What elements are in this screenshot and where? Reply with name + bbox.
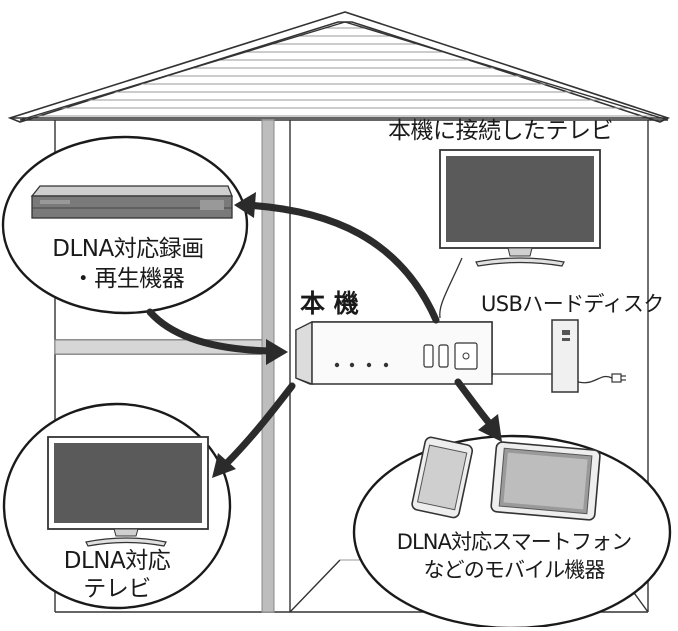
usb-hdd-device: [551, 319, 626, 393]
arrow-to-recorder: [234, 192, 440, 324]
dlna-tv-label-line1: DLNA対応: [63, 548, 171, 574]
usb-hdd-label: USBハードディスク: [481, 292, 664, 316]
connected-tv: [439, 149, 601, 267]
dlna-tv-bubble: [2, 402, 232, 610]
hdmi-cable: [439, 257, 463, 319]
main-unit-device: [295, 321, 493, 385]
connected-tv-label: 本機に接続したテレビ: [388, 118, 614, 144]
arrow-to-mobile: [454, 378, 502, 442]
mobile-label-line1: DLNA対応スマートフォン: [396, 530, 633, 554]
house-roof: [7, 11, 671, 123]
main-unit-label: 本 機: [300, 289, 359, 318]
arrow-to-dlna-tv: [212, 382, 296, 478]
dlna-tv-label-line2: テレビ: [83, 576, 151, 602]
recorder-label-line1: DLNA対応録画: [52, 236, 204, 262]
arrow-from-recorder: [146, 308, 288, 365]
mobile-label-line2: などのモバイル機器: [423, 558, 606, 582]
recorder-bubble: [1, 135, 249, 315]
recorder-label-line2: ・再生機器: [71, 266, 185, 292]
mobile-bubble: [352, 434, 672, 630]
interior-wall: [261, 119, 275, 613]
